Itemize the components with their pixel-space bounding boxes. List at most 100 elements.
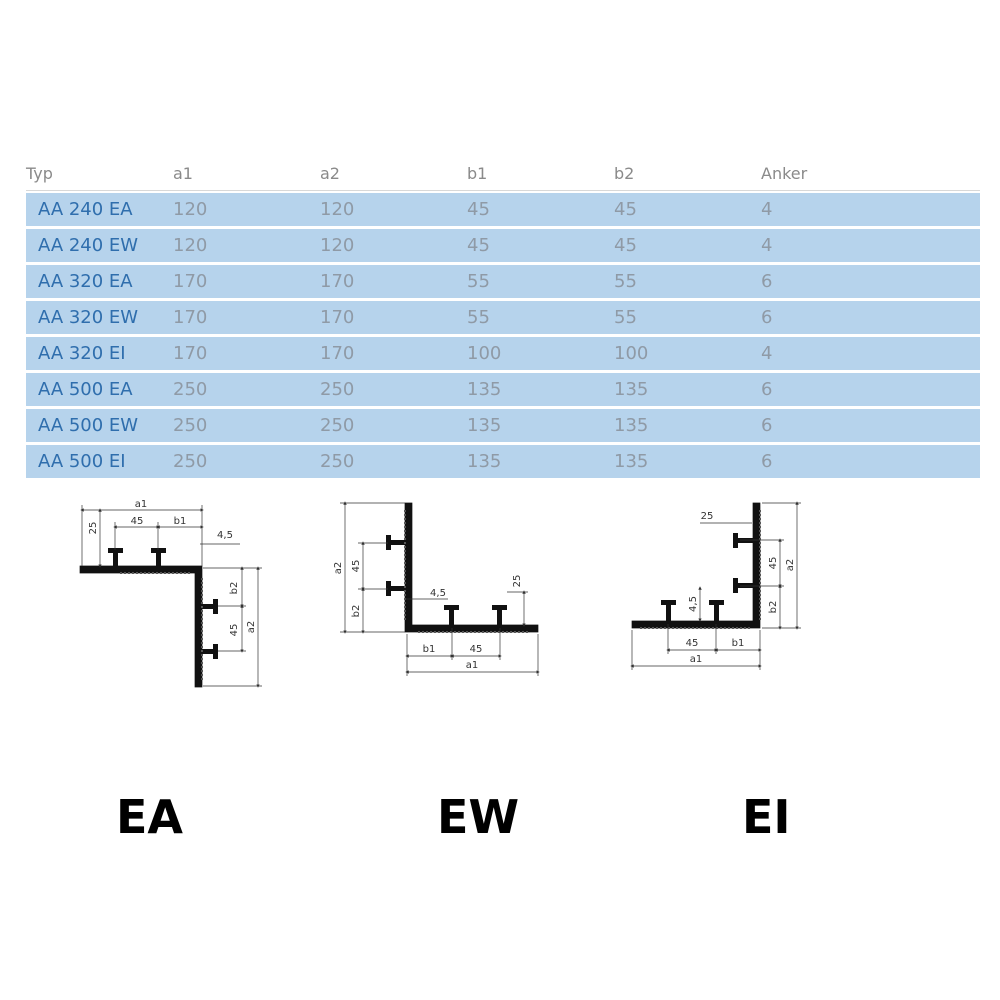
profile-ea-anchor — [200, 604, 215, 609]
cell-anker: 4 — [761, 191, 980, 229]
cell-a2: 250 — [320, 445, 467, 481]
cell-b2: 45 — [614, 191, 761, 229]
cell-a2: 170 — [320, 301, 467, 337]
dim-ew-b2: b2 — [351, 605, 362, 618]
cell-a2: 250 — [320, 409, 467, 445]
cell-anker: 6 — [761, 301, 980, 337]
profile-ea-anchor — [200, 649, 215, 654]
profile-ea-drawing — [79, 505, 262, 688]
dim-ew-45-side: 45 — [351, 560, 362, 573]
dim-ei-45-side: 45 — [768, 557, 779, 570]
profile-ei-body — [631, 502, 761, 629]
dim-ei-a2: a2 — [785, 559, 796, 572]
cell-typ: AA 320 EW — [26, 301, 173, 337]
cell-typ: AA 500 EI — [26, 445, 173, 481]
cell-a2: 120 — [320, 191, 467, 229]
table-row: AA 320 EA 170 170 55 55 6 — [26, 265, 980, 301]
profile-label-ea: EA — [116, 790, 184, 844]
profile-ea-body — [79, 565, 203, 688]
cell-a2: 250 — [320, 373, 467, 409]
cell-b2: 135 — [614, 409, 761, 445]
profile-ea-anchor — [156, 551, 161, 567]
dim-ea-b2: b2 — [229, 582, 240, 595]
dim-ew-b1: b1 — [423, 644, 436, 655]
dim-ew-a1: a1 — [466, 660, 479, 671]
cell-b1: 45 — [467, 191, 614, 229]
cell-a1: 170 — [173, 337, 320, 373]
cell-b2: 135 — [614, 445, 761, 481]
profile-ei-anchor — [737, 583, 754, 588]
dim-ew-45-bottom: 45 — [470, 644, 483, 655]
header-typ: Typ — [26, 156, 173, 191]
cell-a2: 170 — [320, 265, 467, 301]
cell-b2: 55 — [614, 301, 761, 337]
dim-ew-a2: a2 — [333, 562, 344, 575]
cell-anker: 6 — [761, 373, 980, 409]
dim-ei-25: 25 — [701, 511, 714, 522]
cell-a1: 120 — [173, 191, 320, 229]
dim-ei-b2: b2 — [768, 601, 779, 614]
cell-typ: AA 320 EA — [26, 265, 173, 301]
dim-ea-45-top: 45 — [131, 516, 144, 527]
profile-ei-anchor — [714, 604, 719, 622]
profile-label-ei: EI — [742, 790, 791, 844]
cell-a2: 120 — [320, 229, 467, 265]
cell-b2: 100 — [614, 337, 761, 373]
dim-ei-b1: b1 — [732, 638, 745, 649]
dim-ew-25: 25 — [512, 575, 523, 588]
profile-ei-anchor — [666, 604, 671, 622]
table-row: AA 500 EI 250 250 135 135 6 — [26, 445, 980, 481]
cell-a1: 170 — [173, 265, 320, 301]
cell-anker: 6 — [761, 409, 980, 445]
dim-ei-4-5: 4,5 — [688, 596, 699, 612]
dim-ew-4-5: 4,5 — [430, 588, 446, 599]
header-anker: Anker — [761, 156, 980, 191]
profile-ew-anchor — [390, 540, 407, 545]
dim-ei-a1: a1 — [690, 654, 703, 665]
dim-ea-a2: a2 — [246, 621, 257, 634]
cell-a1: 250 — [173, 445, 320, 481]
profile-label-ew: EW — [437, 790, 520, 844]
profile-ew-drawing — [340, 501, 540, 676]
cell-typ: AA 240 EA — [26, 191, 173, 229]
dim-ea-a1: a1 — [135, 499, 148, 510]
profile-ei-drawing — [630, 501, 801, 670]
profile-ei-anchor — [737, 538, 754, 543]
cell-anker: 6 — [761, 445, 980, 481]
header-b1: b1 — [467, 156, 614, 191]
table-row: AA 500 EA 250 250 135 135 6 — [26, 373, 980, 409]
cell-b1: 135 — [467, 373, 614, 409]
cell-anker: 4 — [761, 229, 980, 265]
header-a2: a2 — [320, 156, 467, 191]
cell-b1: 135 — [467, 445, 614, 481]
cell-typ: AA 500 EA — [26, 373, 173, 409]
cell-a1: 250 — [173, 373, 320, 409]
dim-ea-25: 25 — [88, 522, 99, 535]
cell-anker: 4 — [761, 337, 980, 373]
profile-ea-anchor — [113, 551, 118, 567]
cell-a1: 250 — [173, 409, 320, 445]
cell-b1: 100 — [467, 337, 614, 373]
profile-ew-anchor — [449, 609, 454, 626]
cell-anker: 6 — [761, 265, 980, 301]
profile-ew-anchor — [390, 586, 407, 591]
dim-ei-45-bottom: 45 — [686, 638, 699, 649]
cell-b2: 135 — [614, 373, 761, 409]
profile-ew-body — [404, 502, 539, 633]
cell-typ: AA 500 EW — [26, 409, 173, 445]
table-row: AA 240 EW 120 120 45 45 4 — [26, 229, 980, 265]
dim-ea-b1: b1 — [174, 516, 187, 527]
cell-b1: 55 — [467, 301, 614, 337]
cell-b1: 45 — [467, 229, 614, 265]
header-b2: b2 — [614, 156, 761, 191]
table-row: AA 240 EA 120 120 45 45 4 — [26, 191, 980, 229]
table-row: AA 320 EW 170 170 55 55 6 — [26, 301, 980, 337]
table-row: AA 320 EI 170 170 100 100 4 — [26, 337, 980, 373]
cell-b1: 135 — [467, 409, 614, 445]
cell-a2: 170 — [320, 337, 467, 373]
profile-ew-anchor — [497, 609, 502, 626]
header-a1: a1 — [173, 156, 320, 191]
dim-ea-4-5: 4,5 — [217, 530, 233, 541]
dim-ea-45-side: 45 — [229, 624, 240, 637]
